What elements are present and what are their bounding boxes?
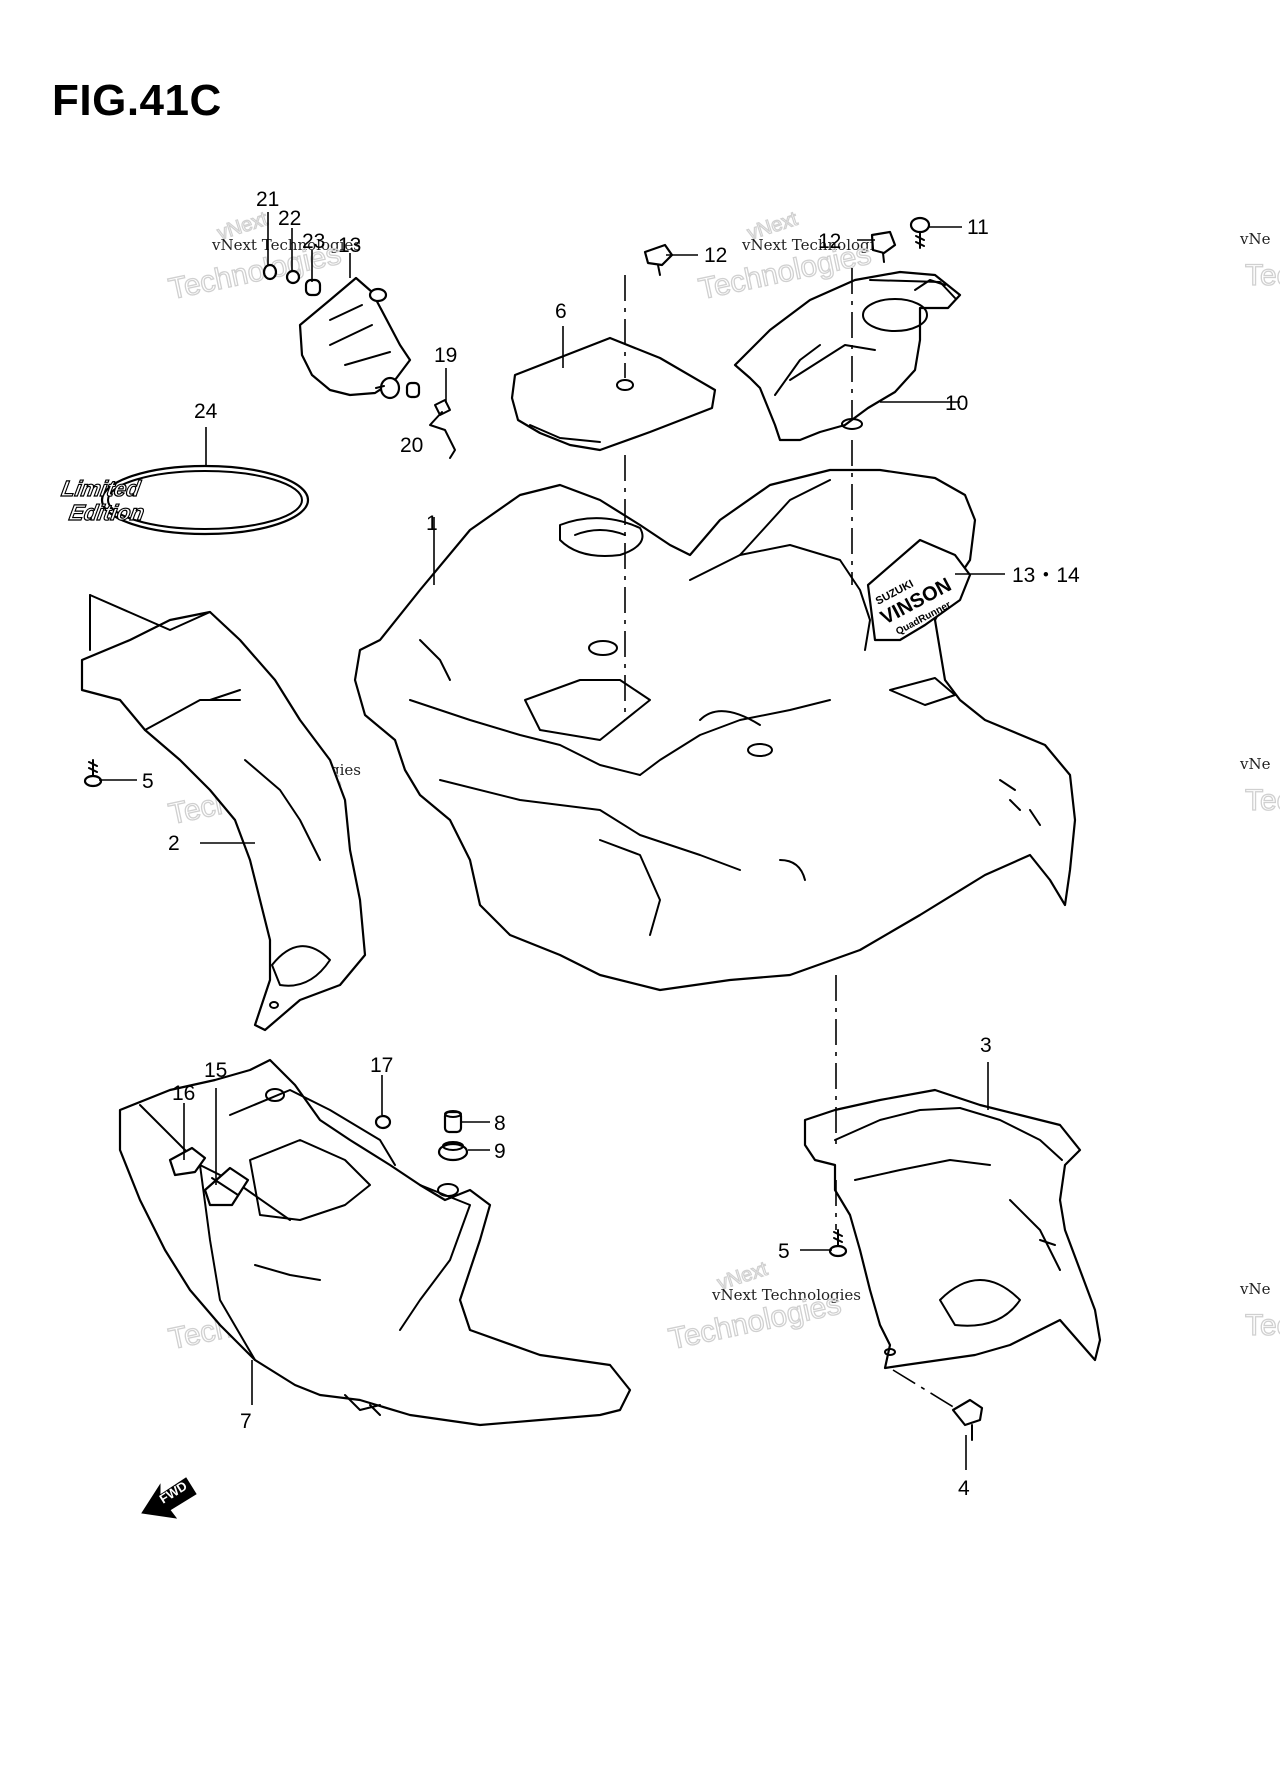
part-12-fastener-left [643,243,674,276]
watermark: vNext vNext Technologies Technologies [665,1257,861,1357]
part-19-20-clip [375,376,456,459]
watermark-partial-2: Tec [1245,259,1280,292]
callout-15: 15 [204,1059,227,1082]
callout-20: 20 [400,434,423,457]
decal-line-2: Edition [67,500,146,525]
callout-8: 8 [494,1112,506,1135]
leader-lines [99,212,1005,1470]
callout-13: 13 [338,234,361,257]
callout-labels: 21 22 23 13 19 20 24 1 6 12 12 11 10 13・… [142,188,1080,1500]
part-24-decal: Limited Edition [59,464,310,536]
part-3-inner-panel-right [803,1088,1102,1370]
callout-4: 4 [958,1477,970,1500]
watermark-text: vNext Technologies [711,1286,861,1304]
part-12-fastener-right [870,230,897,263]
callout-3: 3 [980,1034,992,1057]
callout-16: 16 [172,1082,195,1105]
part-5-screw-right [828,1229,848,1258]
part-6-cover [510,336,717,452]
part-11-screw [909,216,931,249]
watermark-text: vNext Technologies [211,236,361,254]
callout-19: 19 [434,344,457,367]
watermark-partial-2: Tec [1245,784,1280,817]
watermark-text: vNext Technologies [741,236,891,254]
callout-9: 9 [494,1140,506,1163]
watermark-partial: vNe [1239,230,1271,248]
callout-2: 2 [168,832,180,855]
callout-24: 24 [194,400,218,423]
part-9-grommet [437,1141,469,1162]
part-10-panel [733,270,962,442]
callout-12-right: 12 [818,230,841,253]
watermark-partial: vNe [1239,1280,1271,1298]
callout-12-left: 12 [704,244,727,267]
part-8-collar [443,1110,463,1134]
part-4-screw [951,1398,984,1441]
callout-23: 23 [302,230,325,253]
callout-5-right: 5 [778,1240,790,1263]
callout-1: 1 [426,512,438,535]
part-1-front-fender [353,468,1077,992]
callout-7: 7 [240,1410,252,1433]
part-7-lower-panel [118,1058,632,1427]
part-2-inner-panel-left [80,594,367,1032]
center-lines [624,268,956,1409]
callout-22: 22 [278,207,301,230]
callout-10: 10 [945,392,968,415]
watermark-partial-2: Tec [1245,1309,1280,1342]
decal-line-1: Limited [60,476,143,501]
callout-5-left: 5 [142,770,154,793]
part-16-clip [168,1146,207,1177]
callout-6: 6 [555,300,567,323]
part-17-nut [374,1114,392,1130]
callout-21: 21 [256,188,279,211]
callout-17: 17 [370,1054,393,1077]
part-5-screw-left [83,759,103,788]
watermark: vNext vNext Technologies Technologies [165,207,361,307]
figure-title: FIG.41C [52,76,222,125]
fwd-arrow: FWD [141,1477,197,1519]
callout-11: 11 [967,216,989,239]
callout-13-14: 13・14 [1012,564,1080,587]
watermark-partial: vNe [1239,755,1271,773]
parts-21-22-23-bushings [262,263,322,297]
